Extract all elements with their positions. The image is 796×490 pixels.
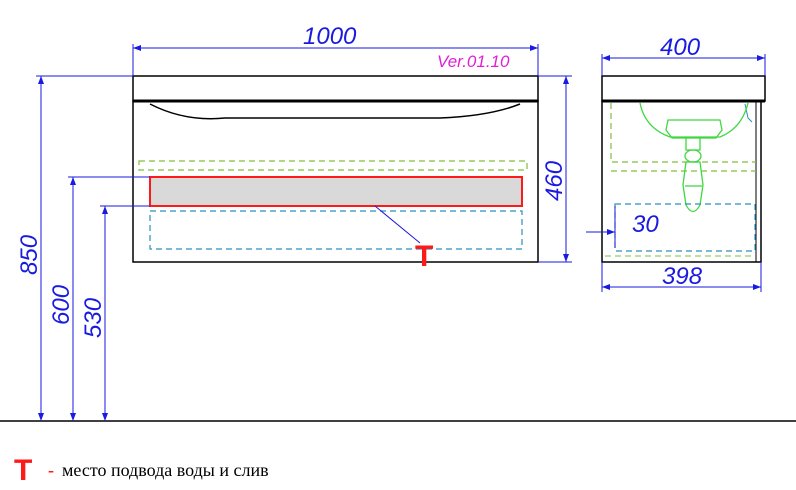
- dimension-depth-top-label: 400: [660, 34, 701, 61]
- dimension-width-front-label: 1000: [303, 23, 357, 50]
- dimension-depth-bottom: 398: [601, 262, 762, 292]
- legend-dash: -: [48, 460, 54, 480]
- dimension-cabinet-height-label: 460: [541, 160, 568, 201]
- side-view: [601, 75, 766, 263]
- dimension-height-600-label: 600: [48, 284, 75, 325]
- side-dashed-green-line: [610, 103, 756, 172]
- dimension-side-offset-label: 30: [632, 211, 659, 238]
- side-countertop: [601, 75, 766, 102]
- side-basin-outline: [639, 102, 749, 138]
- dimension-height-530: 530: [80, 205, 150, 421]
- dimension-total-height-label: 850: [16, 234, 43, 275]
- front-view: T: [132, 75, 539, 273]
- front-drawer-zone: [149, 176, 523, 207]
- front-countertop: [132, 75, 539, 102]
- dimension-height-530-label: 530: [80, 297, 107, 338]
- legend-marker-symbol: T: [14, 454, 32, 487]
- dimension-side-offset: 30: [586, 206, 659, 248]
- water-marker-leader: [374, 205, 421, 244]
- front-basin-curve: [149, 103, 521, 120]
- legend-text: место подвода воды и слив: [62, 460, 269, 480]
- front-cabinet-body: [132, 100, 539, 263]
- dimension-depth-top: 400: [601, 34, 766, 76]
- dimension-total-height: 850: [16, 75, 133, 421]
- side-cabinet-body: [601, 100, 762, 263]
- dimension-width-front: 1000: [132, 23, 539, 76]
- legend: T - место подвода воды и слив: [14, 454, 269, 487]
- dimension-cabinet-height: 460: [538, 75, 572, 263]
- version-label: Ver.01.10: [437, 52, 510, 71]
- front-dashed-green-line: [138, 160, 528, 171]
- siphon-drawing: [665, 119, 723, 213]
- dimension-depth-bottom-label: 398: [662, 263, 703, 290]
- dimension-height-600: 600: [48, 176, 150, 421]
- front-dashed-cyan-box: [149, 210, 523, 250]
- water-marker-front: T: [415, 240, 433, 273]
